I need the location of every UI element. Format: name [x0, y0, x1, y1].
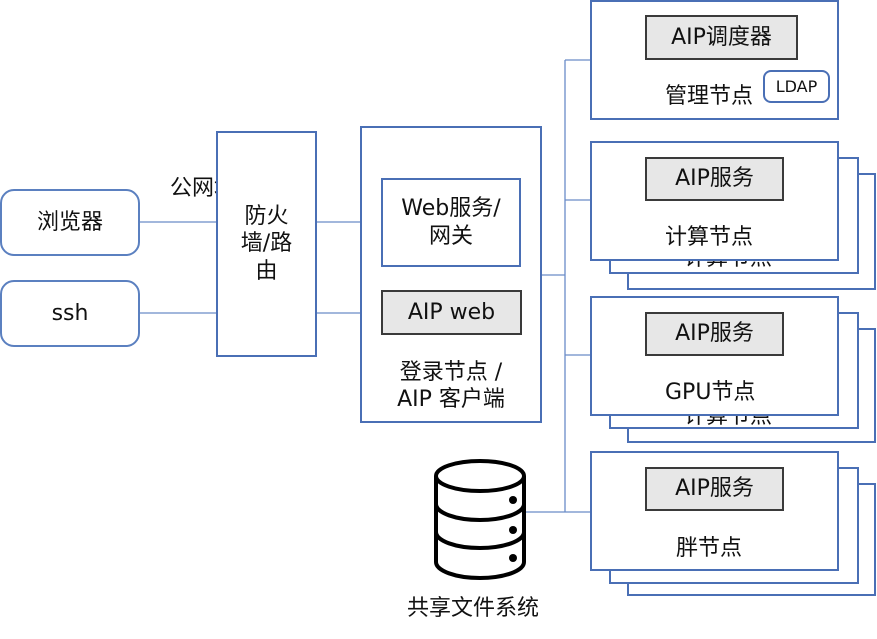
fat-aip-service-box: AIP服务: [645, 467, 784, 511]
web-service-label-line-2: 网关: [428, 223, 473, 249]
fat-aip-service-label: AIP服务: [675, 476, 754, 502]
aip-scheduler-box: AIP调度器: [645, 15, 798, 60]
gpu-aip-service-label: AIP服务: [675, 321, 754, 347]
browser-node: 浏览器: [0, 189, 140, 256]
web-service-gateway: Web服务/ 网关: [381, 178, 521, 267]
login-node-label-line-2: AIP 客户端: [397, 387, 505, 412]
firewall-label-line-2: 墙/路: [240, 231, 293, 257]
storage-label: 共享文件系统: [407, 596, 540, 621]
fat-node-label: 胖节点: [676, 536, 743, 561]
gpu-node-label: GPU节点: [665, 380, 756, 405]
aip-scheduler-label: AIP调度器: [671, 24, 772, 50]
ssh-label: ssh: [51, 300, 89, 326]
firewall-router: 防火 墙/路 由: [216, 131, 317, 357]
firewall-label-line-3: 由: [255, 258, 278, 284]
management-node-label: 管理节点: [665, 84, 754, 109]
database-icon: [434, 459, 526, 580]
web-service-label-line-1: Web服务/: [401, 196, 501, 221]
compute-aip-service-box: AIP服务: [645, 157, 784, 201]
firewall-label-line-1: 防火: [244, 203, 289, 229]
gpu-aip-service-box: AIP服务: [645, 312, 784, 356]
aip-web-box: AIP web: [381, 290, 522, 335]
login-node-label-line-1: 登录节点 /: [399, 359, 503, 385]
compute-aip-service-label: AIP服务: [675, 166, 754, 192]
login-node: [360, 126, 542, 423]
login-node-label: 登录节点 / AIP 客户端: [362, 355, 540, 417]
ssh-node: ssh: [0, 280, 140, 347]
ldap-label: LDAP: [775, 77, 818, 96]
ldap-badge: LDAP: [763, 70, 830, 103]
compute-node-label: 计算节点: [665, 225, 754, 250]
browser-label: 浏览器: [36, 209, 103, 235]
aip-web-label: AIP web: [407, 299, 496, 325]
